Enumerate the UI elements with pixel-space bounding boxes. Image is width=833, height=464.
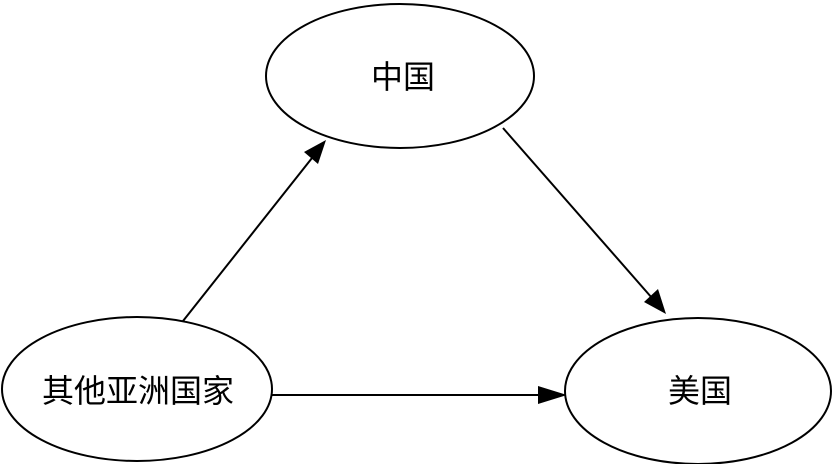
edge-china-to-usa-arrowhead [644,289,666,314]
node-china-label: 中国 [371,58,435,96]
edge-other-asia-to-china-line [182,157,313,322]
node-usa-ellipse [564,317,832,464]
node-usa: 美国 [564,317,832,464]
node-china-ellipse [265,3,535,149]
node-usa-label: 美国 [668,372,732,410]
edge-china-to-usa-line [502,127,653,299]
edge-other-asia-to-china-arrowhead [304,140,326,164]
edge-other-asia-to-china [182,140,326,322]
node-other-asia-ellipse [1,316,273,462]
edge-other-asia-to-usa [272,386,567,404]
edge-other-asia-to-usa-arrowhead [538,386,567,404]
node-china: 中国 [265,3,535,149]
edge-china-to-usa [502,127,666,314]
node-other-asia-label: 其他亚洲国家 [42,372,234,410]
node-other-asia: 其他亚洲国家 [1,316,273,462]
